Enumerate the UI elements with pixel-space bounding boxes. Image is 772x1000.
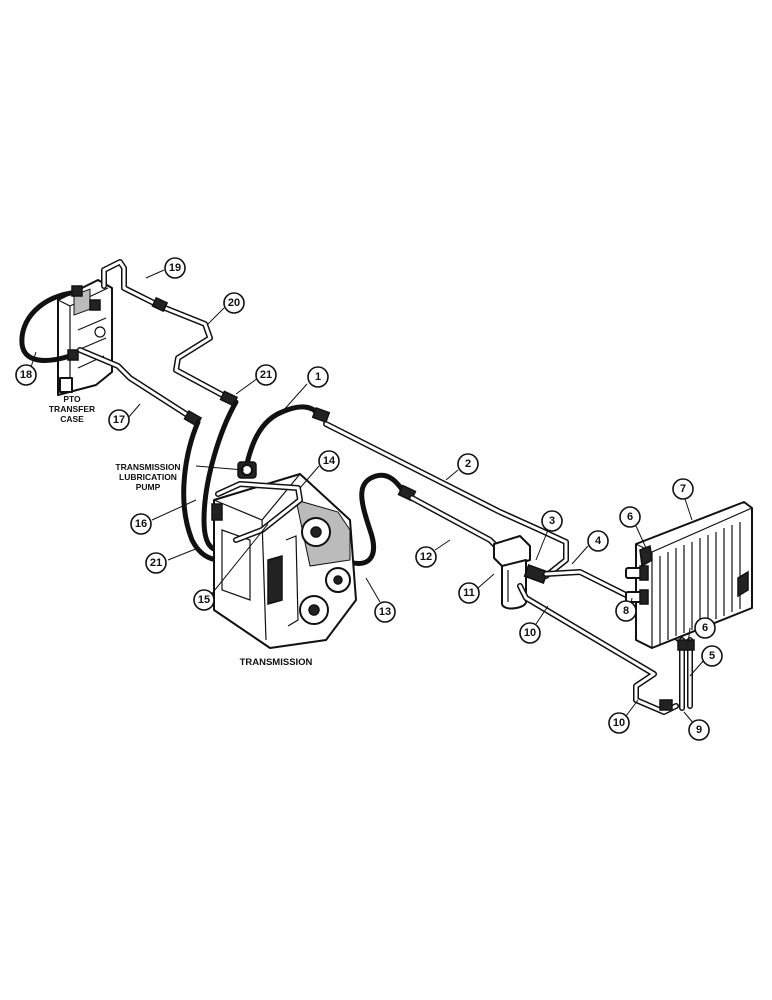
callout-11: 11 xyxy=(458,582,480,604)
callout-20: 20 xyxy=(223,292,245,314)
pto-label-line3: CASE xyxy=(60,414,84,424)
callout-leaders xyxy=(29,269,705,725)
callout-10-low: 10 xyxy=(608,712,630,734)
svg-text:5: 5 xyxy=(709,650,715,662)
callout-13: 13 xyxy=(374,601,396,623)
svg-text:21: 21 xyxy=(260,369,272,381)
callout-2: 2 xyxy=(457,453,479,475)
hose-16 xyxy=(181,419,231,563)
hose-1 xyxy=(243,404,321,471)
callout-4: 4 xyxy=(587,530,609,552)
svg-text:10: 10 xyxy=(613,717,625,729)
svg-text:15: 15 xyxy=(198,594,210,606)
svg-text:7: 7 xyxy=(680,483,686,495)
svg-text:18: 18 xyxy=(20,369,32,381)
pto-transfer-case xyxy=(57,279,113,396)
pump-leader xyxy=(195,465,245,471)
filter-11 xyxy=(493,535,549,610)
callout-16: 16 xyxy=(130,513,152,535)
svg-text:17: 17 xyxy=(113,414,125,426)
svg-text:2: 2 xyxy=(465,458,471,470)
svg-text:11: 11 xyxy=(463,587,475,599)
callout-12: 12 xyxy=(415,546,437,568)
callout-21-upper: 21 xyxy=(255,364,277,386)
transmission-label: TRANSMISSION xyxy=(240,657,313,668)
svg-text:10: 10 xyxy=(524,627,536,639)
svg-text:20: 20 xyxy=(228,297,240,309)
pto-label-line1: PTO xyxy=(63,394,81,404)
callout-10-mid: 10 xyxy=(519,622,541,644)
pump-label-line3: PUMP xyxy=(136,482,161,492)
callout-15: 15 xyxy=(193,589,215,611)
oil-cooler-7 xyxy=(625,501,753,649)
tube-19-20 xyxy=(101,259,239,407)
tube-2 xyxy=(323,421,569,579)
svg-text:3: 3 xyxy=(549,515,555,527)
callout-14: 14 xyxy=(318,450,340,472)
transmission-housing xyxy=(211,461,357,649)
tube-10 xyxy=(517,583,679,715)
svg-text:21: 21 xyxy=(150,557,162,569)
svg-text:19: 19 xyxy=(169,262,181,274)
callout-1: 1 xyxy=(307,366,329,388)
pump-label-line1: TRANSMISSION xyxy=(115,462,180,472)
svg-text:8: 8 xyxy=(623,605,629,617)
callout-8: 8 xyxy=(615,600,637,622)
callout-21-lower: 21 xyxy=(145,552,167,574)
callout-18: 18 xyxy=(15,364,37,386)
callout-6-top: 6 xyxy=(619,506,641,528)
svg-text:6: 6 xyxy=(702,622,708,634)
callout-9: 9 xyxy=(688,719,710,741)
tube-5-6 xyxy=(677,637,695,711)
svg-text:6: 6 xyxy=(627,511,633,523)
callout-7: 7 xyxy=(672,478,694,500)
callout-17: 17 xyxy=(108,409,130,431)
svg-text:14: 14 xyxy=(323,455,336,467)
svg-text:12: 12 xyxy=(420,551,432,563)
callout-6-bottom: 6 xyxy=(694,617,716,639)
hose-18-fitting-bottom xyxy=(67,349,79,361)
callout-5: 5 xyxy=(701,645,723,667)
svg-text:1: 1 xyxy=(315,371,321,383)
pump-label-line2: LUBRICATION xyxy=(119,472,177,482)
svg-text:4: 4 xyxy=(595,535,602,547)
pto-label-line2: TRANSFER xyxy=(49,404,95,414)
hose-18 xyxy=(19,289,81,363)
hose-1-fitting xyxy=(311,406,331,424)
callout-19: 19 xyxy=(164,257,186,279)
svg-text:9: 9 xyxy=(696,724,702,736)
svg-text:13: 13 xyxy=(379,606,391,618)
hose-18-fitting-top xyxy=(71,285,83,297)
svg-text:16: 16 xyxy=(135,518,147,530)
callout-3: 3 xyxy=(541,510,563,532)
hose-13 xyxy=(341,472,407,566)
